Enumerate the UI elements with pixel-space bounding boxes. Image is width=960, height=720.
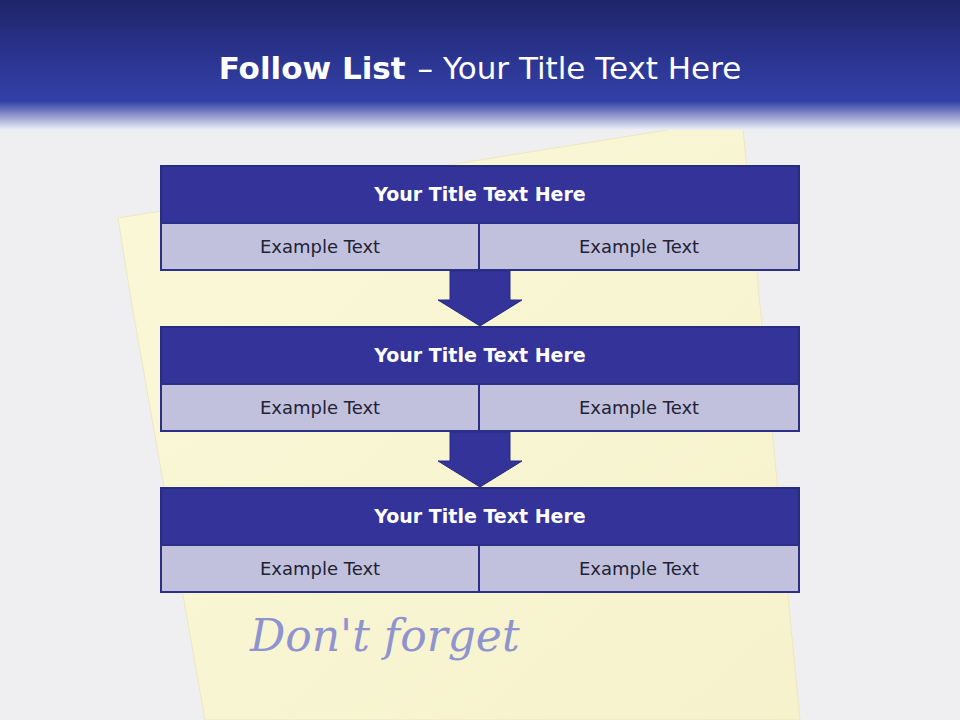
subtitle-text: – Your Title Text Here [418, 50, 742, 86]
detail-cell: Example Text [160, 383, 480, 432]
detail-text: Example Text [252, 397, 388, 418]
detail-cell: Example Text [160, 222, 480, 271]
detail-cell: Example Text [478, 383, 800, 432]
detail-text: Example Text [252, 236, 388, 257]
detail-cell: Example Text [478, 222, 800, 271]
detail-cell: Example Text [160, 544, 480, 593]
detail-text: Example Text [571, 236, 707, 257]
flow-arrow [438, 432, 522, 487]
step-title: Your Title Text Here [162, 328, 798, 382]
step-title: Your Title Text Here [162, 489, 798, 543]
detail-text: Example Text [571, 558, 707, 579]
title-text: Follow List [219, 50, 406, 86]
title-row: Follow List – Your Title Text Here [0, 50, 960, 86]
detail-cell: Example Text [478, 544, 800, 593]
detail-text: Example Text [571, 397, 707, 418]
sticky-note [118, 118, 800, 720]
watermark-text: Don't forget [250, 610, 520, 661]
step-box: Your Title Text HereExample Text Example … [160, 487, 800, 593]
step-box: Your Title Text HereExample Text Example … [160, 326, 800, 432]
step-box: Your Title Text HereExample Text Example … [160, 165, 800, 271]
step-title: Your Title Text Here [162, 167, 798, 221]
flow-arrow [438, 271, 522, 326]
detail-text: Example Text [252, 558, 388, 579]
